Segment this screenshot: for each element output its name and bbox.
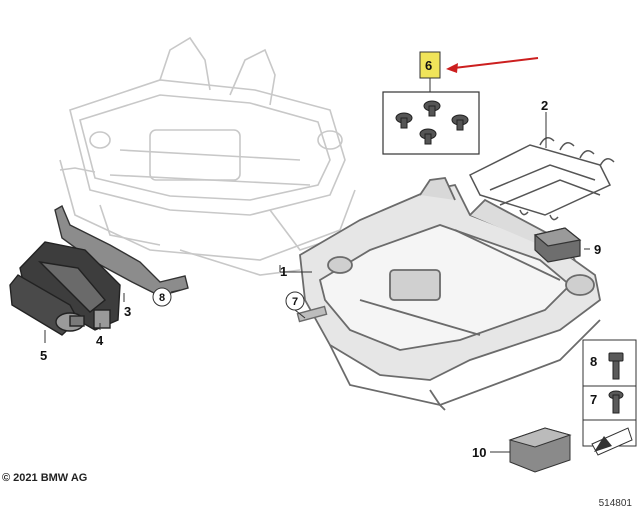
leader-lines (44, 112, 590, 453)
callout-3: 3 (124, 304, 131, 319)
side-cover-part-4 (19, 241, 121, 331)
callout-2: 2 (541, 98, 548, 113)
panel-label-8: 8 (590, 354, 597, 369)
callout-10: 10 (472, 445, 486, 460)
callout-5: 5 (40, 348, 47, 363)
spring-mat-part-2 (468, 137, 615, 221)
module-part-9 (533, 227, 582, 263)
screw-icon-item-7 (608, 390, 624, 414)
circled-ref-8-label: 8 (159, 292, 165, 304)
circled-ref-7-label: 7 (292, 296, 298, 308)
ghost-seat-frame (59, 36, 356, 276)
panel-label-7: 7 (590, 392, 597, 407)
callout-4: 4 (96, 333, 104, 348)
callout-1: 1 (280, 264, 287, 279)
clip-fasteners-part-6 (395, 100, 469, 145)
copyright-text: © 2021 BMW AG (2, 472, 88, 484)
circled-ref-7 (285, 291, 305, 311)
bolt-icon-item-8 (608, 352, 624, 380)
cylinder-cover-part-5 (9, 274, 85, 336)
seat-frame-part-1 (299, 177, 601, 411)
diagram-number: 514801 (598, 498, 632, 509)
red-pointer-arrow (446, 57, 539, 73)
package-part-10 (508, 427, 572, 473)
legend-arrow-icon (591, 427, 633, 456)
circled-ref-8 (152, 287, 172, 307)
callout-6: 6 (425, 58, 432, 73)
callout-9: 9 (594, 242, 601, 257)
